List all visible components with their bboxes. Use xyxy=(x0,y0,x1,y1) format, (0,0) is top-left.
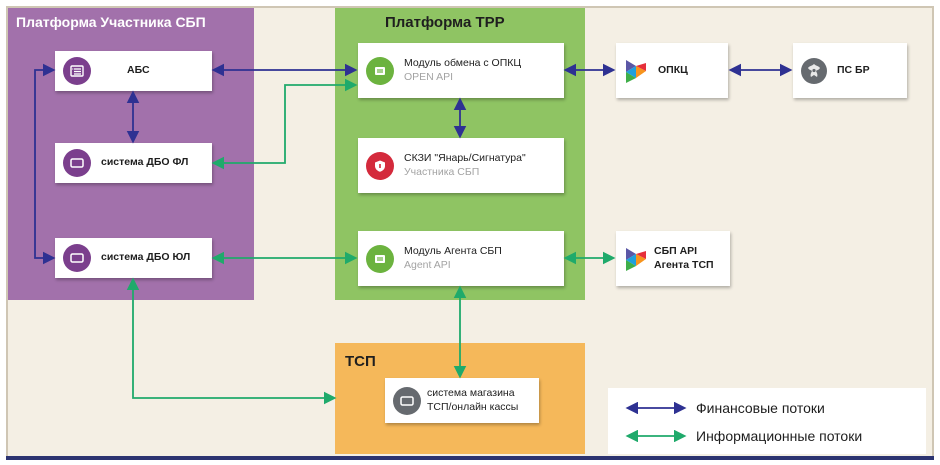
sbp-logo-icon xyxy=(622,57,650,85)
bank-of-russia-emblem-icon xyxy=(801,57,827,84)
node-store-label-line1: система магазина xyxy=(427,387,515,400)
node-ps-br-label: ПС БР xyxy=(837,63,870,76)
node-sbp-api-label-line2: Агента ТСП xyxy=(654,258,714,271)
sbp-logo-icon xyxy=(622,245,650,273)
region-title-tsp: ТСП xyxy=(345,353,376,370)
monitor-icon xyxy=(63,244,91,272)
legend-informational-arrow xyxy=(625,430,687,442)
node-sbp-api-agent-tsp[interactable]: СБП API Агента ТСП xyxy=(616,231,730,286)
node-opkc-module-label: Модуль обмена с ОПКЦ xyxy=(404,57,522,70)
node-dbo-fl-label: система ДБО ФЛ xyxy=(101,156,189,169)
legend-financial-label: Финансовые потоки xyxy=(696,400,825,416)
node-opkc-module-sublabel: OPEN API xyxy=(404,70,454,83)
legend-item-financial: Финансовые потоки xyxy=(624,398,825,418)
node-agent-module-sublabel: Agent API xyxy=(404,258,451,271)
node-opkc-label: ОПКЦ xyxy=(658,63,688,76)
monitor-icon xyxy=(63,149,91,177)
bottom-border-line xyxy=(6,456,934,460)
node-skzi-label: СКЗИ "Янарь/Сигнатура" xyxy=(404,152,526,165)
node-dbo-fl[interactable]: система ДБО ФЛ xyxy=(55,143,212,183)
node-store-label-line2: ТСП/онлайн кассы xyxy=(427,400,519,413)
node-store-system[interactable]: система магазина ТСП/онлайн кассы xyxy=(385,378,539,423)
legend-item-informational: Информационные потоки xyxy=(624,426,862,446)
shield-icon xyxy=(366,151,394,180)
node-ps-br[interactable]: ПС БР xyxy=(793,43,907,98)
node-skzi-sublabel: Участника СБП xyxy=(404,165,480,178)
node-opkc-exchange-module[interactable]: Модуль обмена с ОПКЦ OPEN API xyxy=(358,43,564,98)
legend-financial-arrow xyxy=(625,402,687,414)
legend-informational-label: Информационные потоки xyxy=(696,428,863,444)
monitor-icon xyxy=(393,386,421,415)
node-opkc[interactable]: ОПКЦ xyxy=(616,43,728,98)
node-abs[interactable]: АБС xyxy=(55,51,212,91)
api-module-icon xyxy=(366,244,394,273)
node-sbp-agent-module[interactable]: Модуль Агента СБП Agent API xyxy=(358,231,564,286)
node-abs-label: АБС xyxy=(127,64,150,77)
node-dbo-ul-label: система ДБО ЮЛ xyxy=(101,251,191,264)
api-module-icon xyxy=(366,56,394,85)
region-title-trr: Платформа ТРР xyxy=(385,14,505,31)
node-dbo-ul[interactable]: система ДБО ЮЛ xyxy=(55,238,212,278)
region-title-sbp-participant: Платформа Участника СБП xyxy=(16,14,206,30)
node-skzi[interactable]: СКЗИ "Янарь/Сигнатура" Участника СБП xyxy=(358,138,564,193)
legend: Финансовые потоки Информационные потоки xyxy=(608,388,926,454)
list-icon xyxy=(63,57,91,85)
node-agent-module-label: Модуль Агента СБП xyxy=(404,245,502,258)
node-sbp-api-label-line1: СБП API xyxy=(654,245,698,258)
